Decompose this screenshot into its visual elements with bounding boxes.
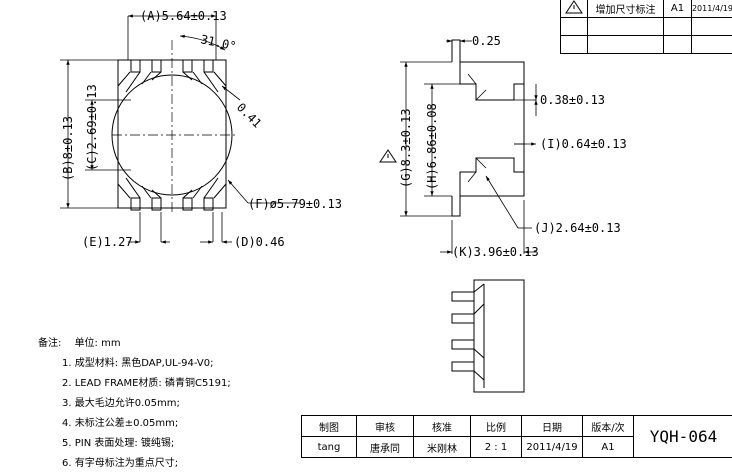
revision-version: A1 xyxy=(664,0,692,18)
dim-angle-label: 31.0° xyxy=(199,32,237,53)
dim-c-label: (C)2.69±0.13 xyxy=(85,84,99,171)
end-view xyxy=(452,280,524,392)
header-scale: 比例 xyxy=(471,416,522,437)
dim-k-label: (K)3.96±0.13 xyxy=(452,245,539,259)
value-drawn-by: tang xyxy=(302,437,357,458)
revision-row: 增加尺寸标注 A1 2011/4/19 xyxy=(561,0,732,18)
note-item: 6. 有字母标注为重点尺寸; xyxy=(62,454,231,474)
revision-table: 增加尺寸标注 A1 2011/4/19 xyxy=(560,0,732,54)
dim-b-label: (B)8±0.13 xyxy=(61,116,75,181)
side-view xyxy=(400,40,536,254)
dim-g-label: (G)8.3±0.13 xyxy=(399,109,413,188)
side-view-body-outline xyxy=(452,40,524,216)
revision-empty-row xyxy=(561,18,732,36)
side-view-upper-step xyxy=(460,62,524,100)
revision-mark-cell xyxy=(561,0,588,18)
dim-f-label: (F)ø5.79±0.13 xyxy=(248,197,342,211)
important-dimension-triangle-icon xyxy=(380,150,396,162)
dim-radius-label: 0.41 xyxy=(234,100,264,130)
dim-e-label: (E)1.27 xyxy=(82,235,133,249)
header-approved: 核准 xyxy=(414,416,471,437)
dim-thickness-label: 0.25 xyxy=(472,34,501,48)
notes-header: 备注: 单位: mm xyxy=(38,334,131,349)
dimension-lines-side-view xyxy=(400,41,536,254)
value-version: A1 xyxy=(583,437,634,458)
side-view-lower-step xyxy=(460,158,524,196)
value-scale: 2 : 1 xyxy=(471,437,522,458)
notes-list: 1. 成型材料: 黑色DAP,UL-94-V0; 2. LEAD FRAME材质… xyxy=(62,354,231,474)
end-view-pins xyxy=(452,284,484,388)
value-approved: 米刚林 xyxy=(414,437,471,458)
value-reviewed: 唐承同 xyxy=(357,437,414,458)
note-item: 5. PIN 表面处理: 镀纯锡; xyxy=(62,434,231,454)
dim-i-label: (I)0.64±0.13 xyxy=(540,137,627,151)
dim-j-label: (J)2.64±0.13 xyxy=(534,221,621,235)
header-date: 日期 xyxy=(522,416,583,437)
dim-d-label: (D)0.46 xyxy=(234,235,285,249)
dim-pin-offset-label: 0.38±0.13 xyxy=(540,93,605,107)
title-block: 制图 审核 核准 比例 日期 版本/次 YQH-064 tang 唐承同 米刚林… xyxy=(301,415,732,458)
note-item: 2. LEAD FRAME材质: 磷青铜C5191; xyxy=(62,374,231,394)
revision-description: 增加尺寸标注 xyxy=(588,0,664,18)
dim-a-label: (A)5.64±0.13 xyxy=(140,9,227,23)
value-date: 2011/4/19 xyxy=(522,437,583,458)
note-item: 3. 最大毛边允许0.05mm; xyxy=(62,394,231,414)
drawing-number: YQH-064 xyxy=(634,416,732,458)
notes-unit: 单位: mm xyxy=(75,338,121,349)
notes-title: 备注: xyxy=(38,338,61,349)
dim-h-label: (H)6.86±0.08 xyxy=(425,103,439,190)
title-block-header-row: 制图 审核 核准 比例 日期 版本/次 YQH-064 xyxy=(302,416,732,437)
note-item: 4. 未标注公差±0.05mm; xyxy=(62,414,231,434)
revision-date: 2011/4/19 xyxy=(691,0,732,18)
end-view-body-outline xyxy=(474,280,524,392)
header-reviewed: 审核 xyxy=(357,416,414,437)
revision-empty-row xyxy=(561,36,732,54)
header-version: 版本/次 xyxy=(583,416,634,437)
header-drawn-by: 制图 xyxy=(302,416,357,437)
note-item: 1. 成型材料: 黑色DAP,UL-94-V0; xyxy=(62,354,231,374)
